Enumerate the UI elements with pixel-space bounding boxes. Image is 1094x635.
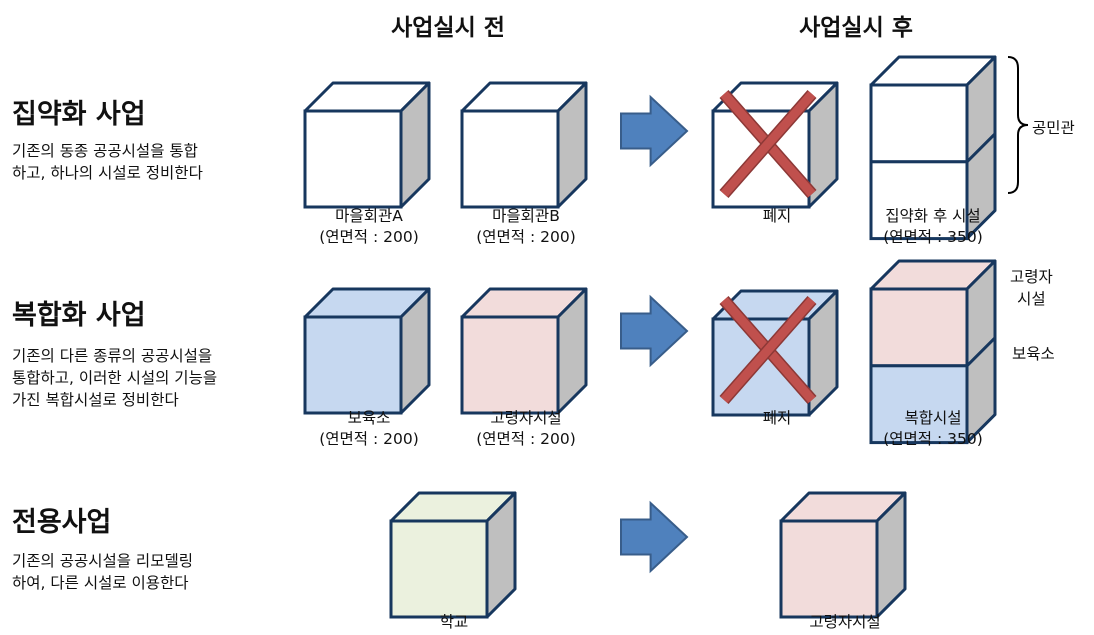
column-header-after: 사업실시 후	[799, 15, 913, 41]
village-hall-a-caption: 마을회관A (연면적 : 200)	[319, 207, 419, 246]
complex-facility-caption: 복합시설 (연면적 : 350)	[883, 409, 983, 448]
daycare-cube	[303, 287, 431, 415]
public-hall-brace	[1007, 56, 1029, 194]
lower-floor-label: 보육소	[1012, 345, 1055, 363]
converted-elderly-facility-caption: 고령자시설	[809, 613, 881, 631]
complex-arrow	[620, 294, 689, 368]
consolidated-facility-cube	[869, 55, 997, 241]
elderly-facility-cube	[460, 287, 588, 415]
consolidation-removed-cross	[719, 90, 817, 198]
complex-facility-cube	[869, 259, 997, 445]
school-cube	[389, 491, 517, 619]
consolidation-removed-caption: 폐지	[762, 207, 792, 225]
consolidation-arrow	[620, 94, 689, 168]
public-hall-label: 공민관	[1032, 119, 1075, 137]
conversion-description: 기존의 공공시설을 리모델링 하여, 다른 시설로 이용한다	[12, 552, 193, 592]
school-caption: 학교	[439, 613, 469, 631]
complex-description: 기존의 다른 종류의 공공시설을 통합하고, 이러한 시설의 기능을 가진 복합…	[12, 347, 218, 409]
consolidated-facility-caption: 집약화 후 시설 (연면적 : 350)	[883, 207, 983, 246]
upper-floor-label: 고령자 시설	[1010, 268, 1053, 308]
conversion-title: 전용사업	[12, 507, 112, 538]
daycare-caption: 보육소 (연면적 : 200)	[319, 409, 419, 448]
elderly-facility-caption: 고령자시설 (연면적 : 200)	[476, 409, 576, 448]
conversion-arrow	[620, 500, 689, 574]
complex-removed-cross	[719, 296, 817, 404]
village-hall-b-caption: 마을회관B (연면적 : 200)	[476, 207, 576, 246]
village-hall-a-cube	[303, 81, 431, 209]
complex-title: 복합화 사업	[12, 300, 146, 331]
complex-removed-caption: 폐지	[762, 409, 792, 427]
consolidation-description: 기존의 동종 공공시설을 통합 하고, 하나의 시설로 정비한다	[12, 142, 203, 182]
column-header-before: 사업실시 전	[391, 15, 505, 41]
converted-elderly-facility-cube	[779, 491, 907, 619]
village-hall-b-cube	[460, 81, 588, 209]
consolidation-title: 집약화 사업	[12, 99, 146, 130]
